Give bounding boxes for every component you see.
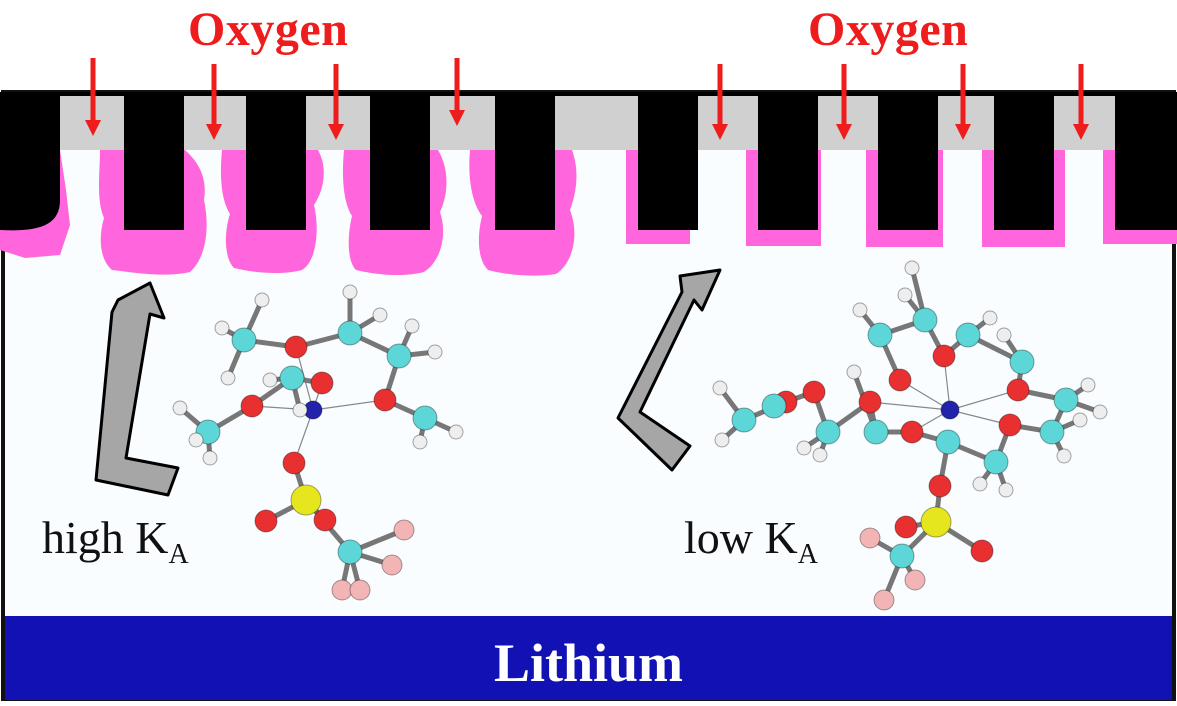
oxygen-atom [932, 344, 956, 368]
hydrogen-atom [254, 292, 270, 308]
carbon-atom [231, 327, 257, 353]
porous-cathode [0, 92, 1177, 231]
high-ka-subscript: A [168, 539, 189, 570]
carbon-atom [412, 405, 438, 431]
transport-arrow-left [94, 281, 180, 497]
lithium-anode [5, 616, 1172, 700]
hydrogen-atom [172, 400, 188, 416]
carbon-atom [983, 449, 1009, 475]
carbon-atom [337, 539, 363, 565]
fluorine-atom [349, 579, 371, 601]
oxygen-atom [888, 368, 912, 392]
fluorine-atom [873, 589, 895, 611]
oxygen-label-right: Oxygen [808, 3, 969, 56]
carbon-atom [863, 419, 889, 445]
oxygen-arrows [84, 58, 1090, 141]
oxygen-atom [254, 509, 278, 533]
carbon-atom [386, 343, 412, 369]
hydrogen-atom [812, 447, 828, 463]
carbon-atom [935, 429, 961, 455]
carbon-atom [1053, 387, 1079, 413]
fluorine-atom [331, 579, 353, 601]
transport-arrow-right [616, 268, 722, 472]
hydrogen-atom [1080, 377, 1096, 393]
hydrogen-atom [897, 287, 913, 303]
oxygen-label-left: Oxygen [188, 3, 349, 56]
carbon-atom [731, 407, 757, 433]
low-ka-text: low K [684, 512, 798, 563]
oxygen-atom [998, 413, 1022, 437]
sulfur-atom [920, 506, 952, 538]
oxygen-atom [284, 335, 308, 359]
hydrogen-atom [1092, 404, 1108, 420]
carbon-atom [279, 365, 305, 391]
sulfur-atom [290, 484, 322, 516]
carbon-atom [889, 543, 915, 569]
oxygen-atom [282, 451, 306, 475]
oxygen-atom [858, 390, 882, 414]
hydrogen-atom [714, 432, 730, 448]
hydrogen-atom [448, 424, 464, 440]
lithium-ion [940, 400, 960, 420]
hydrogen-atom [904, 260, 920, 276]
hydrogen-atom [796, 440, 812, 456]
fluorine-atom [904, 569, 926, 591]
oxygen-atom [928, 474, 952, 498]
hydrogen-atom [202, 450, 218, 466]
hydrogen-atom [1072, 412, 1088, 428]
high-ka-label: high KA [42, 515, 189, 569]
lithium-label: Lithium [493, 633, 684, 693]
hydrogen-atom [214, 320, 230, 336]
carbon-atom [955, 322, 981, 348]
hydrogen-atom [852, 302, 868, 318]
carbon-atom [761, 393, 787, 419]
oxygen-atom [894, 515, 918, 539]
carbon-atom [1009, 349, 1035, 375]
solvent-separated-ion-pair-molecule [712, 260, 1108, 611]
oxygen-atom [313, 508, 337, 532]
hydrogen-atom [998, 482, 1014, 498]
low-ka-subscript: A [797, 539, 818, 570]
carbon-atom [337, 320, 363, 346]
carbon-atom [867, 322, 893, 348]
carbon-atom [912, 307, 938, 333]
carbon-atom [815, 419, 841, 445]
fluorine-atom [393, 519, 415, 541]
hydrogen-atom [262, 372, 278, 388]
hydrogen-atom [982, 310, 998, 326]
hydrogen-atom [712, 380, 728, 396]
hydrogen-atom [846, 364, 862, 380]
bond [949, 389, 1019, 411]
hydrogen-atom [292, 402, 308, 418]
hydrogen-atom [427, 344, 443, 360]
carbon-atom [1039, 419, 1065, 445]
oxygen-atom [310, 371, 334, 395]
hydrogen-atom [342, 284, 358, 300]
pore-channel [0, 95, 1177, 150]
bond [869, 401, 951, 411]
hydrogen-atom [412, 434, 428, 450]
hydrogen-atom [996, 327, 1012, 343]
oxygen-atom [373, 388, 397, 412]
high-ka-text: high K [42, 512, 169, 563]
hydrogen-atom [404, 318, 420, 334]
oxygen-atom [1006, 378, 1030, 402]
fluorine-atom [381, 554, 403, 576]
oxygen-atom [240, 394, 264, 418]
bond [312, 399, 386, 411]
hydrogen-atom [372, 307, 388, 323]
oxygen-atom [970, 539, 994, 563]
hydrogen-atom [188, 432, 204, 448]
contact-ion-pair-molecule [172, 284, 464, 601]
hydrogen-atom [220, 370, 236, 386]
hydrogen-atom [1056, 448, 1072, 464]
oxygen-atom [900, 420, 924, 444]
low-ka-label: low KA [684, 515, 818, 569]
oxygen-atom [802, 380, 826, 404]
fluorine-atom [859, 527, 881, 549]
hydrogen-atom [972, 476, 988, 492]
